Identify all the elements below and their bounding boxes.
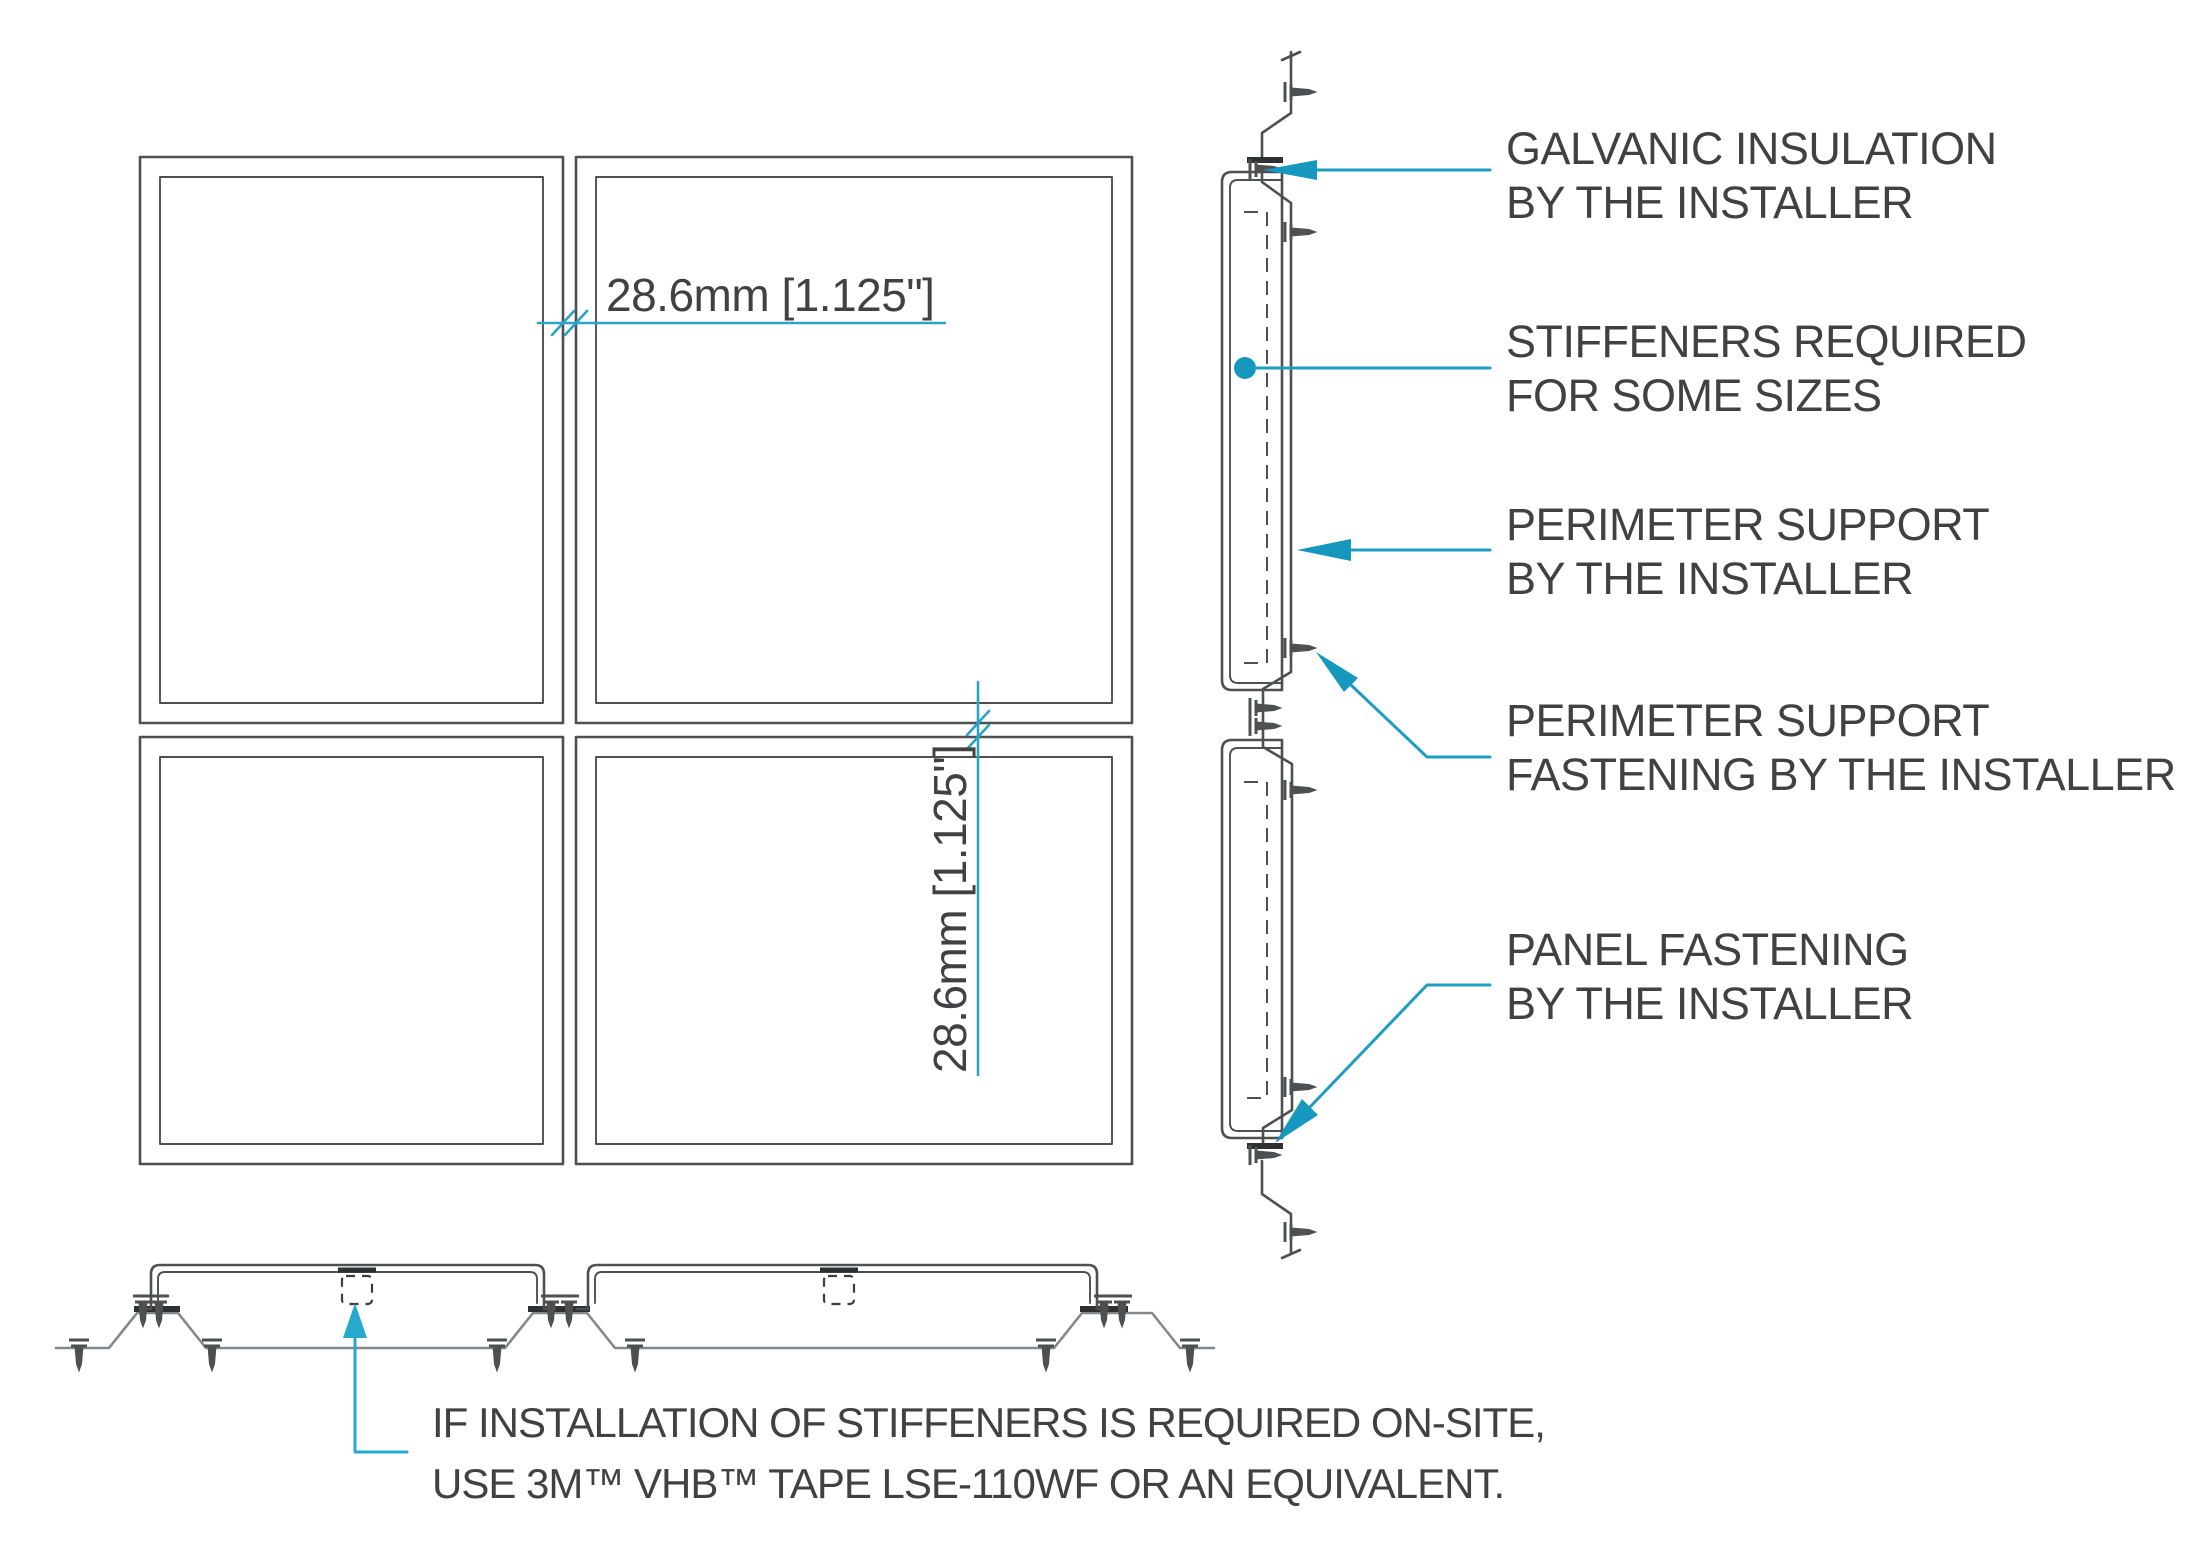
note-line: IF INSTALLATION OF STIFFENERS IS REQUIRE… xyxy=(432,1399,1546,1446)
left-panel-pan xyxy=(138,1263,557,1311)
callout-line: BY THE INSTALLER xyxy=(1506,177,1914,228)
horizontal-gap-dimension xyxy=(536,309,947,337)
leader-stiffeners xyxy=(1234,357,1492,379)
callout-line: FASTENING BY THE INSTALLER xyxy=(1506,749,2176,800)
callout-galvanic-insulation: GALVANIC INSULATION BY THE INSTALLER xyxy=(1506,122,1997,230)
front-view-panel-grid xyxy=(138,155,1134,1166)
callout-line: FOR SOME SIZES xyxy=(1506,370,1882,421)
dimension-vertical-gap: 28.6mm [1.125"] xyxy=(924,744,976,1073)
upper-panel-section xyxy=(1220,170,1284,692)
galvanic-insulation-bar-top xyxy=(1247,157,1283,163)
callout-line: BY THE INSTALLER xyxy=(1506,553,1914,604)
leader-arrowhead xyxy=(1316,652,1358,692)
galvanic-bar-middle xyxy=(528,1306,590,1312)
stiffener-section xyxy=(340,1274,374,1306)
leader-perimeter-support-fastening xyxy=(1316,652,1492,759)
callout-perimeter-support: PERIMETER SUPPORT BY THE INSTALLER xyxy=(1506,498,1990,606)
lower-panel-section xyxy=(1220,738,1284,1140)
leader-note-stiffener xyxy=(343,1303,409,1454)
dimension-horizontal-gap: 28.6mm [1.125"] xyxy=(606,269,935,321)
note-line: USE 3M™ VHB™ TAPE LSE-110WF OR AN EQUIVA… xyxy=(432,1460,1505,1507)
callout-perimeter-support-fastening: PERIMETER SUPPORT FASTENING BY THE INSTA… xyxy=(1506,694,2176,802)
leader-panel-fastening xyxy=(1275,983,1492,1143)
galvanic-insulation-bar-bottom xyxy=(1247,1143,1283,1149)
vertical-gap-dimension xyxy=(965,680,991,1077)
bottom-section-screws xyxy=(67,1294,1202,1373)
leader-arrowhead xyxy=(1297,539,1351,561)
callout-line: STIFFENERS REQUIRED xyxy=(1506,316,2027,367)
bottom-perimeter-support xyxy=(54,1311,1216,1350)
callout-line: PANEL FASTENING xyxy=(1506,924,1909,975)
bottom-section-view xyxy=(54,1263,1216,1373)
leader-arrowhead xyxy=(1275,1099,1318,1143)
callout-line: BY THE INSTALLER xyxy=(1506,978,1914,1029)
callout-line: GALVANIC INSULATION xyxy=(1506,123,1997,174)
installation-note: IF INSTALLATION OF STIFFENERS IS REQUIRE… xyxy=(432,1392,1546,1514)
leader-arrowhead xyxy=(1263,160,1317,180)
callout-panel-fastening: PANEL FASTENING BY THE INSTALLER xyxy=(1506,923,1914,1031)
stiffener-section xyxy=(822,1274,856,1306)
leader-galvanic-insulation xyxy=(1263,160,1492,180)
side-section-view xyxy=(1220,50,1318,1260)
leader-arrowhead xyxy=(343,1303,367,1338)
callout-line: PERIMETER SUPPORT xyxy=(1506,695,1990,746)
callout-stiffeners: STIFFENERS REQUIRED FOR SOME SIZES xyxy=(1506,315,2027,423)
leader-perimeter-support xyxy=(1297,539,1492,561)
right-panel-pan xyxy=(575,1263,1110,1311)
callout-line: PERIMETER SUPPORT xyxy=(1506,499,1990,550)
